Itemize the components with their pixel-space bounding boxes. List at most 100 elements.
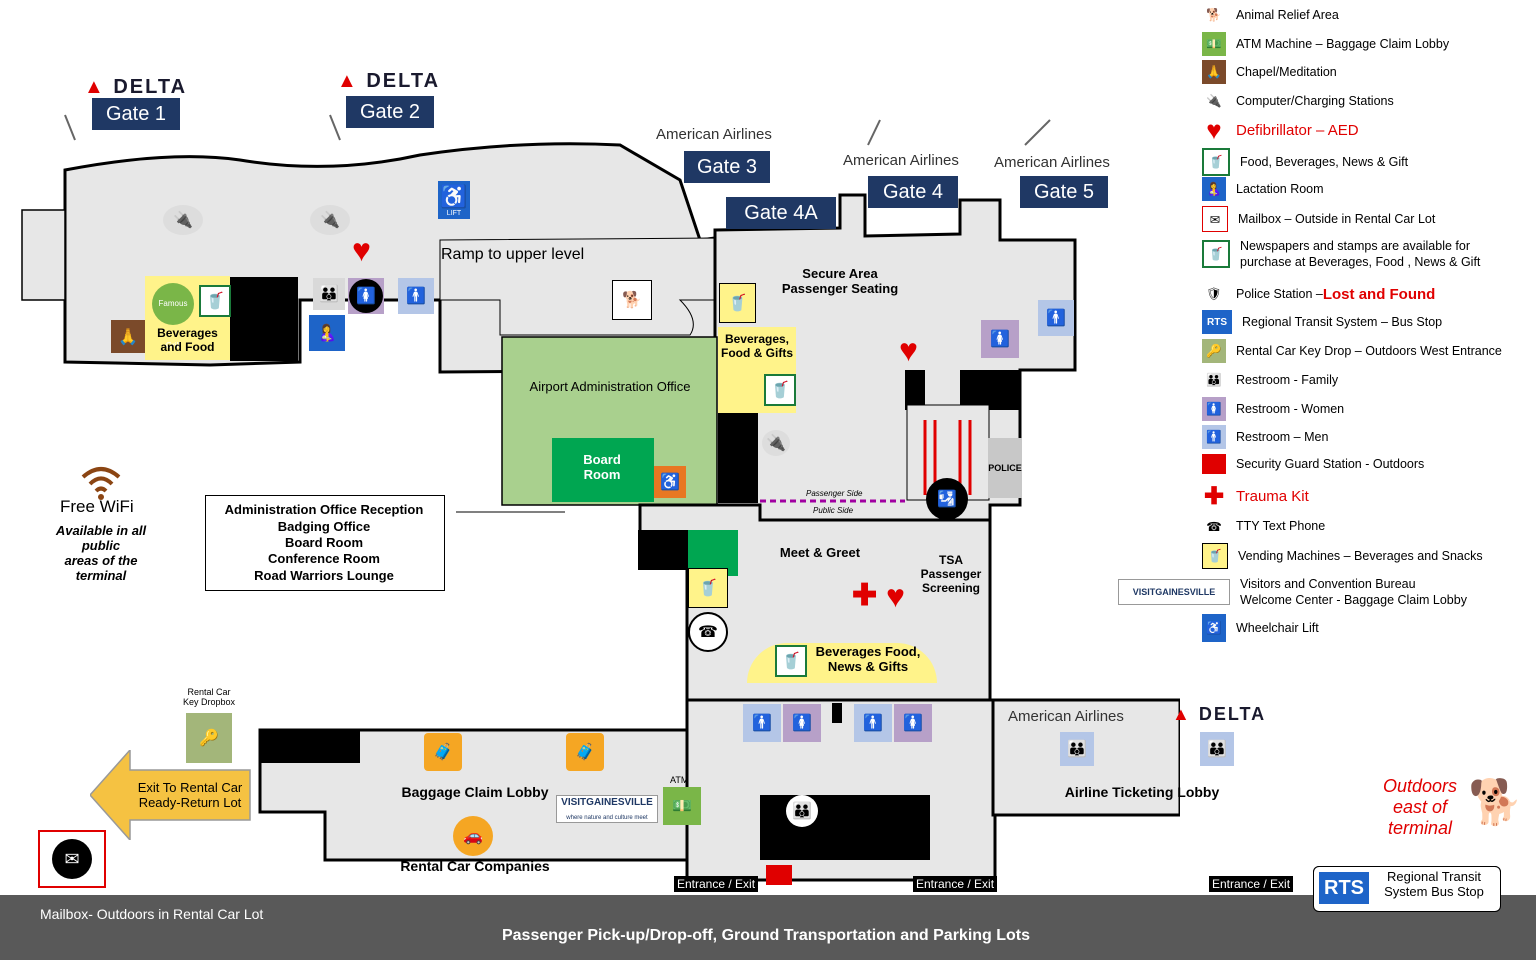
- animal-relief-icon: 🐕: [612, 280, 652, 320]
- legend-row: 🛡Police Station – Lost and Found: [1202, 282, 1435, 306]
- legend-row: ♿ Wheelchair Lift: [1202, 614, 1319, 642]
- vending-icon: 🥤: [688, 568, 728, 608]
- family-restroom-icon: 👪: [1200, 732, 1234, 766]
- family-restroom-icon: 👪: [313, 278, 345, 310]
- legend-row: ☎TTY Text Phone: [1202, 514, 1325, 538]
- footer-mailbox-text: Mailbox- Outdoors in Rental Car Lot: [40, 906, 264, 922]
- jet-bridge-line: [1024, 119, 1051, 146]
- legend-row: 🔌Computer/Charging Stations: [1202, 89, 1394, 113]
- trauma-icon: ✚: [1203, 482, 1225, 510]
- food-icon: 🥤: [1202, 148, 1230, 176]
- legend-label: Visitors and Convention Bureau Welcome C…: [1240, 577, 1467, 607]
- ticketing-delta-logo: ▲ DELTA: [1172, 704, 1267, 724]
- admin-line-3: Board Room: [285, 535, 363, 550]
- police-badge-icon: POLICE: [988, 438, 1022, 498]
- board-room-area: [552, 438, 654, 502]
- legend-row: 🥤Newspapers and stamps are available for…: [1202, 238, 1480, 270]
- charging-icon: 🔌: [310, 205, 350, 235]
- gate2-airline-logo: ▲ DELTA: [337, 70, 441, 92]
- legend-row: 🔑 Rental Car Key Drop – Outdoors West Ent…: [1202, 339, 1502, 363]
- heart-icon: ♥: [352, 232, 371, 268]
- family-restroom-icon: 👪: [786, 795, 818, 827]
- south-food-label: Beverages Food, News & Gifts: [815, 644, 921, 674]
- gate3-airline-logo: American Airlines: [656, 126, 772, 143]
- heart-icon: ♥: [1206, 114, 1222, 145]
- jet-bridge-line: [329, 114, 341, 141]
- legend-label: Mailbox – Outside in Rental Car Lot: [1238, 212, 1436, 226]
- men-restroom-icon: 🚹: [1038, 300, 1074, 336]
- admin-line-2: Badging Office: [277, 519, 371, 534]
- legend-row: 🤱Lactation Room: [1202, 177, 1324, 201]
- tty-icon: ☎: [688, 612, 728, 652]
- legend-label: Rental Car Key Drop – Outdoors West Entr…: [1236, 344, 1502, 358]
- legend-row: ✉Mailbox – Outside in Rental Car Lot: [1202, 206, 1435, 232]
- gate1-sign: Gate 1: [92, 98, 180, 130]
- legend-label: Computer/Charging Stations: [1236, 94, 1394, 108]
- atm-icon: 💵: [663, 787, 701, 825]
- wheelchair-icon: ♿: [1202, 614, 1226, 642]
- animal-relief-icon: 🐕: [1206, 7, 1222, 22]
- heart-icon: ♥: [899, 332, 918, 368]
- legend-row: 💵ATM Machine – Baggage Claim Lobby: [1202, 32, 1449, 56]
- tty-icon: ☎: [1206, 519, 1222, 534]
- legend-label: ATM Machine – Baggage Claim Lobby: [1236, 37, 1450, 51]
- exit-rental-label: Exit To Rental Car Ready-Return Lot: [137, 780, 243, 810]
- newspaper-icon: 🥤: [1202, 240, 1230, 268]
- legend-row: ♥Defibrillator – AED: [1202, 114, 1358, 145]
- security-icon: [1202, 454, 1226, 474]
- central-food-label: Beverages, Food & Gifts: [721, 332, 793, 360]
- bag-black-small: [832, 703, 842, 723]
- outdoors-east-label: Outdoors east of terminal: [1382, 776, 1458, 838]
- key-icon: 🔑: [1202, 339, 1226, 363]
- atm-label: ATM: [670, 775, 689, 785]
- entrance-exit-3: Entrance / Exit: [1209, 876, 1294, 892]
- footer-bar: [0, 895, 1536, 960]
- handicap-icon: ♿: [654, 466, 686, 498]
- baggage-icon: 🧳: [424, 733, 462, 771]
- men-restroom-icon: 🚹: [743, 704, 781, 742]
- gate5-sign: Gate 5: [1020, 176, 1108, 208]
- women-restroom-icon: 🚺: [981, 320, 1019, 358]
- wifi-note: Available in all public areas of the ter…: [55, 523, 147, 583]
- legend-label: Regional Transit System – Bus Stop: [1242, 315, 1443, 329]
- meet-greet-label: Meet & Greet: [779, 545, 861, 560]
- women-restroom-icon: 🚺: [894, 704, 932, 742]
- women-restroom-icon: 🚺: [348, 278, 384, 314]
- trauma-kit-icon: ✚: [852, 579, 878, 612]
- wifi-icon: [81, 467, 121, 500]
- legend-label: Chapel/Meditation: [1236, 65, 1337, 79]
- rts-logo-top: RTS: [1319, 872, 1369, 904]
- legend-label: Wheelchair Lift: [1236, 621, 1319, 635]
- women-icon: 🚺: [1202, 397, 1226, 421]
- gate2-sign: Gate 2: [346, 96, 434, 128]
- board-room-label: Board Room: [583, 452, 621, 482]
- public-side-label: Public Side: [813, 506, 854, 515]
- security-station: [766, 865, 792, 885]
- west-wing-left-wall: [21, 209, 66, 301]
- legend-label: Restroom - Women: [1236, 402, 1345, 416]
- gate5-airline-logo: American Airlines: [994, 154, 1110, 171]
- gate4a-sign: Gate 4A: [726, 197, 836, 229]
- rental-car-label: Rental Car Companies: [400, 858, 550, 874]
- legend-row: 🚹Restroom – Men: [1202, 425, 1328, 449]
- ramp-label: Ramp to upper level: [441, 246, 585, 263]
- west-black-block: [230, 277, 298, 361]
- legend-row: 👪Restroom - Family: [1202, 368, 1338, 392]
- admin-office-label: Airport Administration Office: [529, 379, 691, 394]
- dog-icon: 🐕: [1468, 778, 1523, 827]
- west-food-label: Beverages and Food: [157, 326, 218, 354]
- women-restroom-icon: 🚺: [783, 704, 821, 742]
- men-icon: 🚹: [1202, 425, 1226, 449]
- baggage-black-1: [260, 730, 360, 763]
- admin-line-4: Conference Room: [268, 551, 380, 566]
- baggage-icon: 🧳: [566, 733, 604, 771]
- ticketing-aa-logo: American Airlines: [1008, 708, 1124, 725]
- food-icon: 🥤: [199, 285, 231, 317]
- legend-label: Food, Beverages, News & Gift: [1240, 155, 1409, 169]
- secure-area-label: Secure Area Passenger Seating: [781, 266, 899, 296]
- men-restroom-icon: 🚹: [854, 704, 892, 742]
- charging-icon: 🔌: [762, 430, 790, 456]
